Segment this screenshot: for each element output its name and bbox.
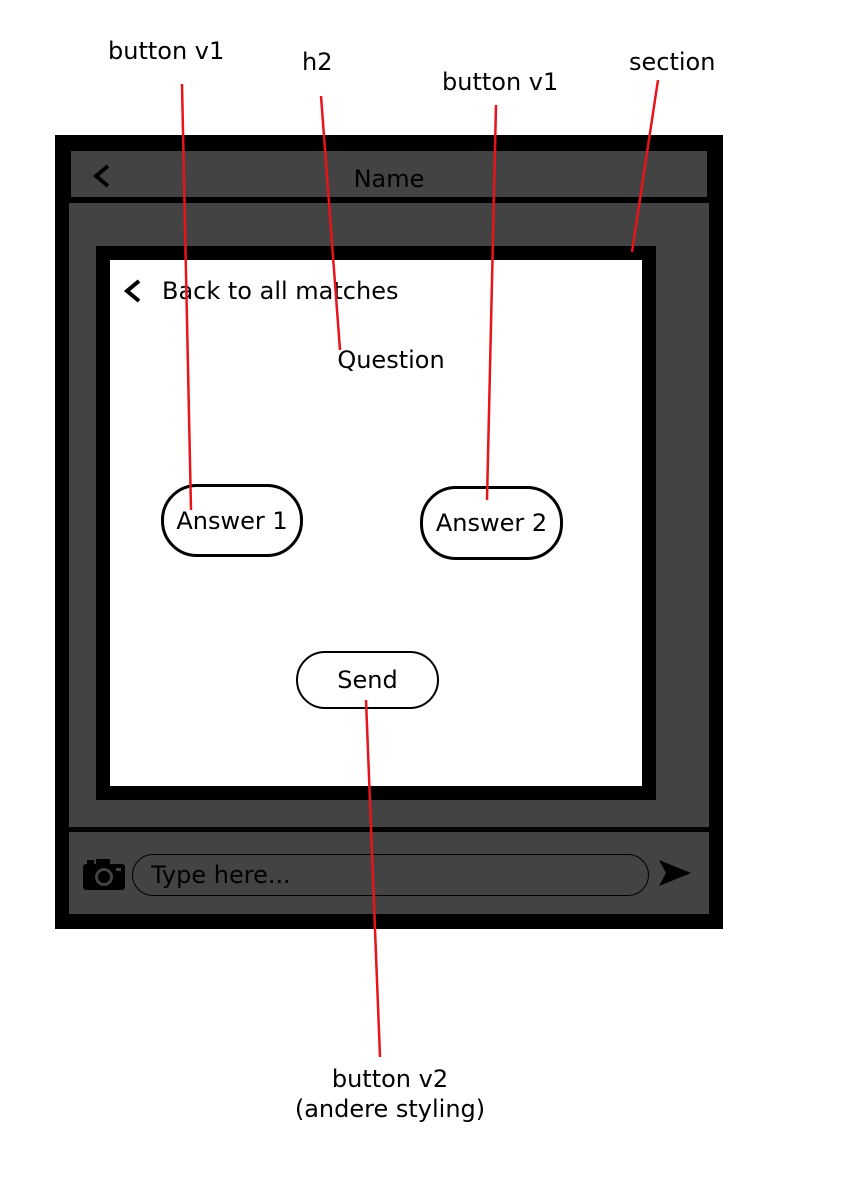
back-to-matches-link[interactable]: Back to all matches: [122, 276, 398, 306]
annotation-button-v2-line1: button v2: [331, 1065, 449, 1093]
phone-frame: Name Back to all matches Question Answer…: [55, 135, 723, 929]
header-title: Name: [353, 165, 425, 193]
chevron-left-icon: [123, 279, 141, 303]
annotation-h2: h2: [302, 48, 333, 76]
annotation-button-v2-line2: (andere styling): [294, 1095, 486, 1123]
section-content: Back to all matches Question Answer 1 An…: [110, 260, 642, 786]
annotation-button-v1-left: button v1: [108, 37, 225, 65]
annotation-section: section: [629, 48, 716, 76]
annotation-button-v1-right: button v1: [442, 68, 559, 96]
camera-icon[interactable]: [81, 856, 127, 892]
annotation-button-v2: button v2 (andere styling): [260, 1064, 520, 1124]
question-heading: Question: [337, 346, 445, 374]
answer-1-button[interactable]: Answer 1: [161, 484, 303, 557]
answer-2-button[interactable]: Answer 2: [420, 486, 563, 560]
message-footer: [69, 832, 709, 914]
question-section: Back to all matches Question Answer 1 An…: [96, 246, 656, 800]
message-input[interactable]: [132, 854, 649, 896]
back-link-label: Back to all matches: [162, 277, 399, 305]
send-button[interactable]: Send: [296, 651, 439, 709]
chevron-left-icon[interactable]: [89, 163, 115, 189]
app-header: Name: [69, 149, 709, 199]
send-arrow-icon[interactable]: [657, 858, 693, 888]
chat-body: Back to all matches Question Answer 1 An…: [69, 203, 709, 827]
